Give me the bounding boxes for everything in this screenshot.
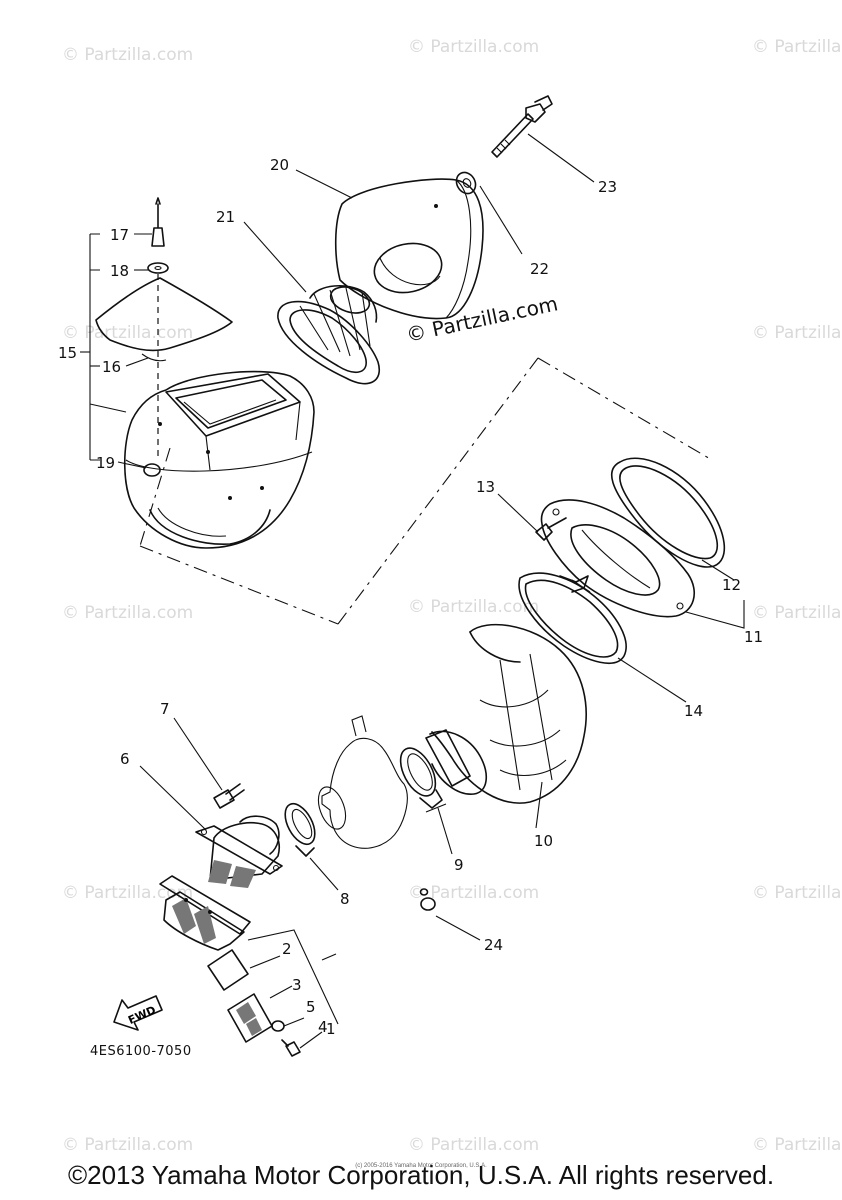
forward-arrow-icon: FWD: [113, 995, 163, 1031]
diagram-code: 4ES6100-7050: [90, 1044, 192, 1059]
part-6-carb-joint: [195, 815, 283, 888]
watermark: © Partzilla.com: [62, 603, 193, 623]
reed-valve-block: [159, 875, 251, 951]
callout-10: 10: [534, 832, 553, 850]
callout-20: 20: [270, 156, 289, 174]
carburetor-outline: [317, 715, 408, 849]
callout-11: 11: [744, 628, 763, 646]
callout-7: 7: [160, 700, 170, 718]
callout-3: 3: [292, 976, 302, 994]
watermark: © Partzilla.com: [752, 37, 842, 57]
callout-23: 23: [598, 178, 617, 196]
watermark: © Partzilla.com: [408, 1135, 539, 1155]
callout-6: 6: [120, 750, 130, 768]
part-9-hose-clamp: [399, 747, 447, 813]
watermark: © Partzilla.com: [752, 323, 842, 343]
part-3-reed-stopper: [227, 993, 273, 1043]
watermark: © Partzilla.com: [752, 603, 842, 623]
watermark: © Partzilla.com: [408, 883, 539, 903]
callout-labels: 1 2 3 4 5 6 7 8 9 10 11 12 13 14 15 16 1…: [58, 156, 763, 1038]
watermark-main: © Partzilla.com: [404, 291, 560, 347]
part-22-washer: [455, 171, 477, 195]
part-8-clamp: [284, 802, 316, 857]
callout-15: 15: [58, 344, 77, 362]
callout-24: 24: [484, 936, 503, 954]
part-24-clip: [419, 888, 436, 911]
part-5-washer: [271, 1020, 285, 1032]
watermark: © Partzilla.com: [62, 45, 193, 65]
callout-16: 16: [102, 358, 121, 376]
part-21-filter-guide: [277, 284, 381, 385]
part-11-joint: [540, 499, 696, 618]
watermark: © Partzilla.com: [408, 37, 539, 57]
callout-9: 9: [454, 856, 464, 874]
part-17-rivet: [151, 197, 165, 247]
part-23-wing-bolt: [491, 95, 553, 158]
callout-4: 4: [318, 1018, 328, 1036]
watermark: © Partzilla.com: [62, 883, 193, 903]
callout-13: 13: [476, 478, 495, 496]
callout-5: 5: [306, 998, 316, 1016]
watermark: © Partzilla.com: [752, 883, 842, 903]
callout-8: 8: [340, 890, 350, 908]
part-15-air-box: [123, 370, 315, 549]
callout-14: 14: [684, 702, 703, 720]
tiny-copyright: (c) 2005-2016 Yamaha Motor Corporation, …: [355, 1163, 487, 1169]
leader-lines: [80, 133, 745, 1049]
part-16-plate: [95, 277, 233, 362]
callout-1: 1: [326, 1020, 336, 1038]
watermark: © Partzilla.com: [752, 1135, 842, 1155]
part-13-screw: [535, 517, 567, 541]
footer-copyright: ©2013 Yamaha Motor Corporation, U.S.A. A…: [67, 1160, 775, 1190]
part-12-gasket: [610, 457, 726, 568]
part-20-filter-cover: [334, 178, 484, 320]
watermark: © Partzilla.com: [62, 1135, 193, 1155]
part-18-washer: [147, 262, 169, 274]
part-4-screw: [281, 1039, 301, 1057]
callout-12: 12: [722, 576, 741, 594]
callout-17: 17: [110, 226, 129, 244]
callout-21: 21: [216, 208, 235, 226]
watermark-layer: © Partzilla.com © Partzilla.com © Partzi…: [62, 37, 842, 1155]
part-10-intake-joint: [425, 623, 587, 804]
part-7-bolt: [213, 783, 245, 809]
watermark: © Partzilla.com: [408, 597, 539, 617]
callout-22: 22: [530, 260, 549, 278]
watermark: © Partzilla.com: [62, 323, 193, 343]
part-2-reed: [207, 949, 249, 991]
callout-2: 2: [282, 940, 292, 958]
callout-18: 18: [110, 262, 129, 280]
part-14-clamp: [518, 572, 627, 664]
callout-19: 19: [96, 454, 115, 472]
